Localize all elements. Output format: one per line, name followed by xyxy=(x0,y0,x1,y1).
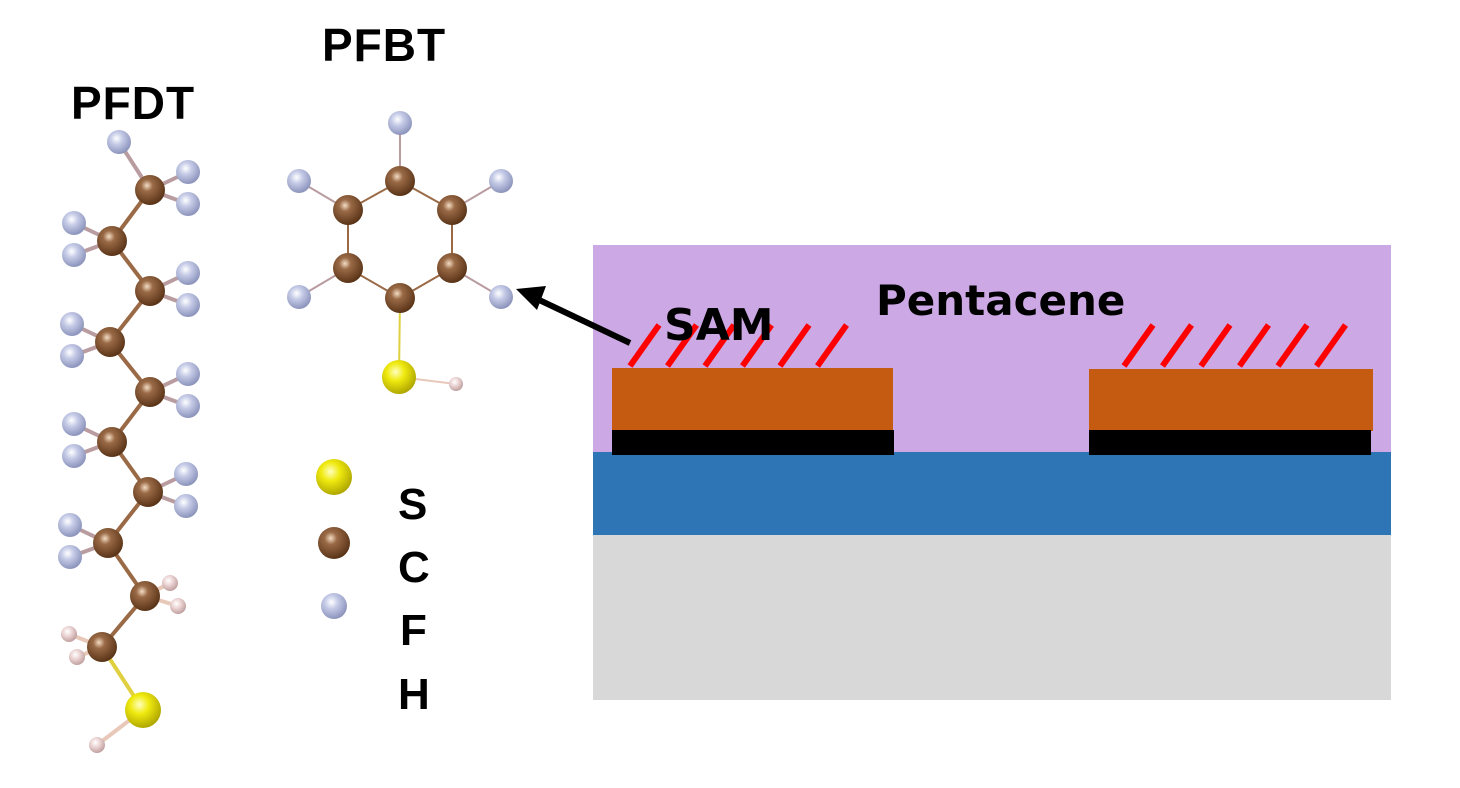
pfdt-atom-s xyxy=(125,692,161,728)
pfdt-atom-f xyxy=(58,513,82,537)
pfdt-title: PFDT xyxy=(71,77,196,129)
pfdt-atom-f xyxy=(62,412,86,436)
pfdt-atom-f xyxy=(176,261,200,285)
legend-swatch-s xyxy=(316,459,352,495)
pfdt-atom-c xyxy=(130,581,160,611)
arrow xyxy=(516,286,632,346)
legend-label-f: F xyxy=(400,606,427,655)
pfbt-atom-c xyxy=(437,253,467,283)
left-adhesion-layer xyxy=(612,430,894,455)
pfdt-atom-f xyxy=(62,211,86,235)
pfdt-atom-c xyxy=(97,427,127,457)
pfdt-atom-c xyxy=(135,175,165,205)
pfdt-atom-f xyxy=(174,462,198,486)
sam-molecule xyxy=(1275,323,1310,368)
pfbt-atom-f xyxy=(489,285,513,309)
legend-swatch-f xyxy=(321,593,347,619)
pfdt-atom-c xyxy=(133,477,163,507)
pfdt-atom-c xyxy=(93,528,123,558)
pfbt-atom-c xyxy=(437,195,467,225)
pfbt-atom-h xyxy=(449,377,463,391)
pfbt-atom-s xyxy=(382,360,416,394)
legend-swatches xyxy=(316,459,352,619)
arrow-shaft xyxy=(533,295,632,346)
pfdt-atom-f xyxy=(60,344,84,368)
pfdt-atom-f xyxy=(62,444,86,468)
pfdt-atom-f xyxy=(58,545,82,569)
pfdt-atom-c xyxy=(135,377,165,407)
dielectric-layer xyxy=(593,452,1391,535)
legend-swatch-c xyxy=(318,527,350,559)
pfdt-atom-c xyxy=(97,226,127,256)
substrate-layer xyxy=(593,535,1391,700)
pfbt-atom-f xyxy=(489,169,513,193)
pfdt-atom-f xyxy=(176,362,200,386)
pfdt-atom-f xyxy=(176,192,200,216)
sam-molecule xyxy=(627,323,662,368)
pfdt-atom-c xyxy=(95,327,125,357)
pfdt-atom-f xyxy=(174,494,198,518)
sam-molecule xyxy=(815,323,849,368)
pfbt-atom-c xyxy=(385,166,415,196)
arrow-head xyxy=(516,286,546,310)
sam-molecules-right xyxy=(1121,323,1348,368)
pfdt-atom-c xyxy=(87,632,117,662)
pfbt-atom-c xyxy=(385,283,415,313)
pfbt-title: PFBT xyxy=(322,19,447,71)
right-electrode xyxy=(1089,369,1373,431)
pfbt-atom-c xyxy=(333,253,363,283)
legend-label-s: S xyxy=(398,480,428,529)
pfdt-atom-h xyxy=(89,737,105,753)
legend-label-c: C xyxy=(398,543,430,592)
pfdt-atom-f xyxy=(62,243,86,267)
pfdt-atom-f xyxy=(60,312,84,336)
sam-molecule xyxy=(1237,323,1271,368)
pfdt-atom-f xyxy=(176,160,200,184)
sam-molecule xyxy=(740,323,774,368)
pfdt-atom-c xyxy=(135,276,165,306)
pfbt-atom-f xyxy=(388,111,412,135)
pfbt-atom-f xyxy=(287,169,311,193)
pfdt-atom-f xyxy=(176,394,200,418)
sam-label: SAM xyxy=(664,300,774,351)
sam-molecule xyxy=(1198,323,1233,368)
sam-molecule xyxy=(1121,323,1156,368)
pfbt-molecule xyxy=(287,111,513,394)
pentacene-label: Pentacene xyxy=(876,276,1126,325)
sam-molecule xyxy=(702,323,737,368)
sam-molecules-left xyxy=(627,323,849,368)
pfdt-atom-h xyxy=(162,575,178,591)
pfdt-atom-f xyxy=(107,130,131,154)
right-adhesion-layer xyxy=(1089,430,1371,455)
sam-molecule xyxy=(1160,323,1194,368)
sam-molecule xyxy=(665,323,699,368)
pfbt-atom-c xyxy=(333,195,363,225)
pfdt-molecule xyxy=(58,130,200,753)
device-schematic xyxy=(516,245,1391,700)
pfdt-atom-h xyxy=(170,598,186,614)
pfdt-atom-h xyxy=(61,626,77,642)
legend-label-h: H xyxy=(398,670,430,719)
sam-molecule xyxy=(777,323,812,368)
pfdt-atom-h xyxy=(69,649,85,665)
pfbt-atom-f xyxy=(287,285,311,309)
sam-molecule xyxy=(1314,323,1348,368)
pfdt-atom-f xyxy=(176,293,200,317)
left-electrode xyxy=(612,368,893,431)
